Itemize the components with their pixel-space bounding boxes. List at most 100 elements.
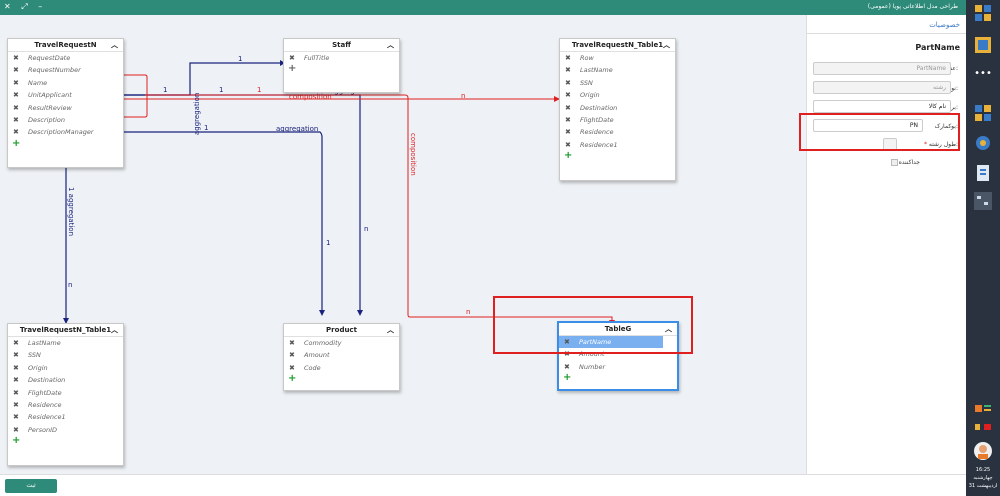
delete-field-icon[interactable]: ✖	[13, 78, 19, 87]
puzzle-app-icon[interactable]	[974, 104, 992, 122]
add-field-icon[interactable]: +	[288, 373, 297, 385]
delete-field-icon[interactable]: ✖	[564, 362, 570, 371]
delete-field-icon[interactable]: ✖	[13, 339, 19, 347]
chevron-up-icon[interactable]: ︿	[387, 41, 394, 49]
field-row[interactable]: ✖Destination	[560, 102, 675, 114]
field-row[interactable]: ✖PartName	[559, 336, 663, 349]
field-row[interactable]: ✖SSN	[8, 349, 123, 361]
length-field[interactable]	[883, 138, 897, 151]
add-field-icon[interactable]: +	[12, 435, 21, 447]
entity-product[interactable]: Product︿ ✖Commodity✖Amount✖Code +	[283, 323, 400, 391]
field-row[interactable]: ✖Residence1	[560, 139, 675, 151]
delete-field-icon[interactable]: ✖	[565, 140, 571, 149]
delete-field-icon[interactable]: ✖	[289, 339, 295, 347]
delete-field-icon[interactable]: ✖	[565, 78, 571, 87]
submit-button[interactable]: ثبت	[5, 479, 57, 493]
title-field[interactable]: PartName	[813, 62, 951, 75]
entity-staff[interactable]: Staff︿ ✖FullTitle +	[283, 38, 400, 93]
delete-field-icon[interactable]: ✖	[289, 351, 295, 360]
gear-app-icon[interactable]	[974, 134, 992, 152]
delete-field-icon[interactable]: ✖	[13, 376, 19, 385]
tag-field[interactable]: نام کالا	[813, 100, 951, 113]
entity-tableg[interactable]: TableG︿ ✖PartName✖Amount✖Number +	[557, 321, 679, 391]
delete-field-icon[interactable]: ✖	[289, 54, 295, 62]
avatar[interactable]	[974, 442, 992, 460]
chevron-up-icon[interactable]: ︿	[111, 326, 118, 334]
field-row[interactable]: ✖LastName	[560, 64, 675, 76]
add-field-icon[interactable]: +	[12, 137, 21, 149]
chevron-up-icon[interactable]: ︿	[111, 41, 118, 49]
code-field[interactable]: PN	[813, 119, 923, 132]
delete-field-icon[interactable]: ✖	[13, 54, 19, 62]
field-row[interactable]: ✖ Residence	[8, 399, 123, 411]
field-row[interactable]: ✖RequestNumber	[8, 64, 123, 76]
entity-travelrequestn-table1-bottom[interactable]: TravelRequestN_Table1︿ ✖LastName✖SSN✖Ori…	[7, 323, 124, 466]
entity-travelrequestn-table1-top[interactable]: TravelRequestN_Table1︿ ✖Row✖LastName✖SSN…	[559, 38, 676, 181]
title-bar: ✕ ⤢ – طراحی مدل اطلاعاتی پویا (عمومی)	[0, 0, 966, 15]
diagram-canvas[interactable]: 1 1 1 1 1 aggregation aggregation compos…	[0, 15, 806, 474]
delete-field-icon[interactable]: ✖	[564, 350, 570, 359]
delete-field-icon[interactable]: ✖	[565, 115, 571, 124]
more-icon[interactable]: •••	[974, 68, 992, 79]
delete-field-icon[interactable]: ✖	[13, 91, 19, 100]
field-row[interactable]: ✖Code	[284, 362, 399, 374]
field-row[interactable]: ✖Row	[560, 52, 675, 64]
delete-field-icon[interactable]: ✖	[564, 338, 570, 346]
field-row[interactable]: ✖DescriptionManager	[8, 126, 123, 138]
delete-field-icon[interactable]: ✖	[13, 115, 19, 124]
field-row[interactable]: ✖LastName	[8, 337, 123, 349]
field-row[interactable]: ✖FlightDate	[8, 387, 123, 399]
delete-field-icon[interactable]: ✖	[565, 66, 571, 75]
designer-app-icon[interactable]	[974, 192, 992, 210]
delete-field-icon[interactable]: ✖	[565, 128, 571, 137]
chevron-up-icon[interactable]: ︿	[663, 41, 670, 49]
field-row[interactable]: ✖Destination	[8, 374, 123, 386]
type-select[interactable]: رشته	[813, 81, 951, 94]
entity-travelrequestn[interactable]: TravelRequestN︿ ✖RequestDate✖RequestNumb…	[7, 38, 124, 168]
delete-field-icon[interactable]: ✖	[289, 363, 295, 372]
field-row[interactable]: ✖PersonID	[8, 424, 123, 436]
field-row[interactable]: ✖Description	[8, 114, 123, 126]
field-row[interactable]: ✖Residence	[560, 126, 675, 138]
field-row[interactable]: ✖UnitApplicant	[8, 89, 123, 101]
add-field-icon[interactable]: +	[563, 372, 572, 384]
field-row[interactable]: ✖SSN	[560, 77, 675, 89]
delete-field-icon[interactable]: ✖	[13, 103, 19, 112]
window-controls[interactable]: ✕ ⤢ –	[4, 2, 47, 11]
field-row[interactable]: ✖ResultReview	[8, 102, 123, 114]
field-row[interactable]: ✖Origin	[8, 362, 123, 374]
delete-field-icon[interactable]: ✖	[565, 91, 571, 100]
field-row[interactable]: ✖Amount	[284, 349, 399, 361]
chevron-up-icon[interactable]: ︿	[665, 325, 672, 333]
delete-field-icon[interactable]: ✖	[13, 425, 19, 434]
field-row[interactable]: ✖Origin	[560, 89, 675, 101]
delete-field-icon[interactable]: ✖	[13, 400, 19, 409]
delete-field-icon[interactable]: ✖	[13, 351, 19, 360]
field-row[interactable]: ✖FullTitle	[284, 52, 399, 64]
add-field-icon[interactable]: +	[564, 150, 573, 162]
field-list: ✖PartName✖Amount✖Number	[559, 336, 677, 373]
delete-field-icon[interactable]: ✖	[565, 103, 571, 112]
field-row[interactable]: ✖Number	[559, 361, 677, 373]
message-icon[interactable]	[974, 420, 992, 438]
delete-field-icon[interactable]: ✖	[13, 413, 19, 422]
notification-icon[interactable]	[974, 402, 992, 420]
field-row[interactable]: ✖Residence1	[8, 411, 123, 423]
field-row[interactable]: ✖Name	[8, 77, 123, 89]
delete-field-icon[interactable]: ✖	[13, 66, 19, 75]
field-row[interactable]: ✖RequestDate	[8, 52, 123, 64]
document-app-icon[interactable]	[974, 164, 992, 182]
chevron-up-icon[interactable]: ︿	[387, 326, 394, 334]
field-row[interactable]: ✖Commodity	[284, 337, 399, 349]
delete-field-icon[interactable]: ✖	[13, 128, 19, 137]
delete-field-icon[interactable]: ✖	[565, 54, 571, 62]
app-logo-icon[interactable]	[974, 4, 992, 22]
add-field-icon[interactable]: +	[288, 63, 297, 75]
field-name: Residence	[28, 400, 62, 409]
grid-app-icon[interactable]	[974, 36, 992, 54]
separator-checkbox[interactable]	[891, 159, 898, 166]
delete-field-icon[interactable]: ✖	[13, 363, 19, 372]
field-row[interactable]: ✖FlightDate	[560, 114, 675, 126]
field-row[interactable]: ✖Amount	[559, 348, 677, 360]
delete-field-icon[interactable]: ✖	[13, 388, 19, 397]
